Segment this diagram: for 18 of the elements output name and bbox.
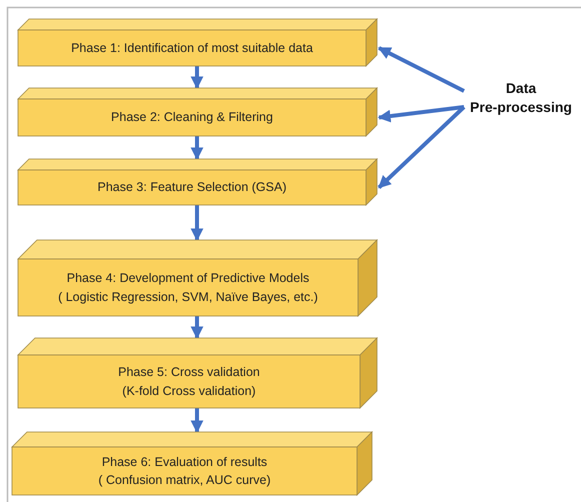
phase-text: Phase 6: Evaluation of results [102,454,268,471]
arrow [190,316,204,340]
arrow [190,66,204,90]
arrow [378,106,466,189]
phase-text: ( Logistic Regression, SVM, Naïve Bayes, etc.) [58,288,318,306]
arrow [190,408,204,434]
arrow [378,46,465,93]
arrow [190,205,204,242]
phase-text: Phase 2: Cleaning & Filtering [111,109,273,126]
phase-text: Phase 5: Cross validation [118,364,260,382]
phase-text: ( Confusion matrix, AUC curve) [98,472,271,489]
arrow [378,105,464,122]
phase-text: (K-fold Cross validation) [122,382,256,400]
phase-text: Phase 4: Development of Predictive Models [66,270,310,288]
phase-text: Phase 1: Identification of most suitable data [71,40,313,57]
group-label: Data Pre-processing [469,79,573,117]
arrow [190,136,204,160]
phase-text: Phase 3: Feature Selection (GSA) [98,179,286,196]
